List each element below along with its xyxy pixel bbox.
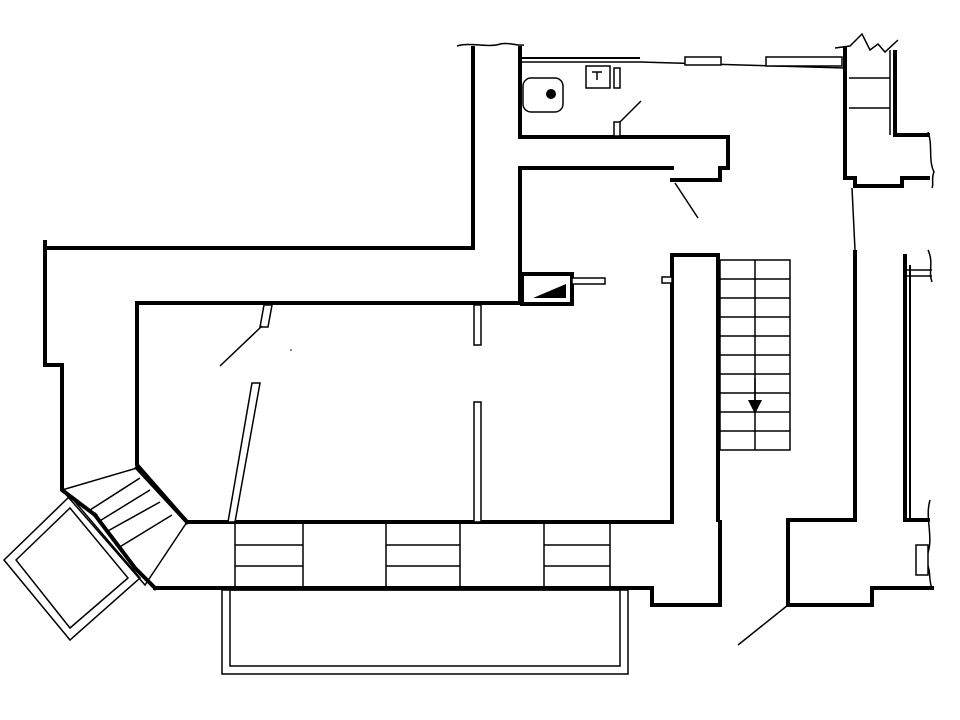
toilet-bowl-icon	[546, 89, 556, 99]
main-hall	[153, 304, 722, 607]
wc-area	[520, 56, 846, 137]
meter-icon	[533, 284, 566, 298]
step-lines	[235, 544, 610, 567]
diag-step-3	[105, 501, 161, 533]
porch-inner	[229, 589, 621, 667]
wall-right-corridor-2	[903, 254, 930, 522]
floor-mark	[290, 349, 292, 351]
wall-right-building-inner	[893, 50, 930, 137]
wall-break-right-2	[927, 131, 935, 189]
front-steps	[221, 524, 629, 675]
hall-door-swing	[674, 182, 699, 219]
landing-inner	[14, 506, 130, 630]
wall-corridor-right	[518, 46, 730, 182]
porch-outer	[221, 589, 629, 675]
wc-door-jamb	[613, 121, 621, 137]
toilet-icon	[522, 77, 564, 113]
meter-box-jamb	[571, 277, 606, 285]
sink-icon	[585, 65, 611, 89]
staircase	[661, 253, 791, 522]
right-corridor	[737, 249, 934, 646]
door-swing-left	[219, 325, 263, 367]
diag-step-4	[117, 514, 173, 549]
right-building	[834, 32, 935, 251]
wall-diagonal-bottom	[92, 512, 158, 591]
window-frame-1	[684, 56, 722, 66]
partition-left-upper	[259, 304, 273, 328]
partition-center-upper	[473, 304, 482, 346]
diag-step-1	[89, 477, 141, 511]
wall-inner-block	[135, 166, 674, 525]
landing-outer	[2, 494, 142, 642]
meter-box-frame	[520, 272, 574, 306]
partition-left-lower	[227, 382, 261, 523]
corridor-door-swing	[737, 604, 789, 646]
wall-break-right-3	[927, 249, 933, 283]
sink-tap-icon	[592, 71, 602, 80]
partition-center-lower	[473, 401, 482, 523]
wall-stair-left	[670, 253, 720, 522]
wc-door-swing	[619, 100, 642, 123]
wall-left-wing-left	[43, 240, 98, 518]
wall-right-building	[843, 46, 930, 188]
window-frame-2	[765, 56, 843, 67]
wall-bottom-outer	[153, 520, 722, 607]
right-step-frame	[915, 544, 929, 576]
wall-break-right	[834, 32, 899, 54]
diagonal-entrance	[2, 465, 190, 642]
wall-left-wing-top	[43, 46, 475, 250]
diag-step-2	[97, 489, 151, 523]
window-line	[639, 61, 846, 69]
diagonal-vestibule	[60, 467, 188, 587]
stair-wall-jamb	[661, 276, 673, 284]
meter-box	[520, 272, 606, 306]
outer-walls	[43, 42, 730, 525]
wall-break-top	[456, 42, 525, 47]
stair-down-arrow-icon	[748, 400, 762, 414]
thin-divider	[851, 187, 856, 251]
pipe-icon	[613, 67, 621, 89]
